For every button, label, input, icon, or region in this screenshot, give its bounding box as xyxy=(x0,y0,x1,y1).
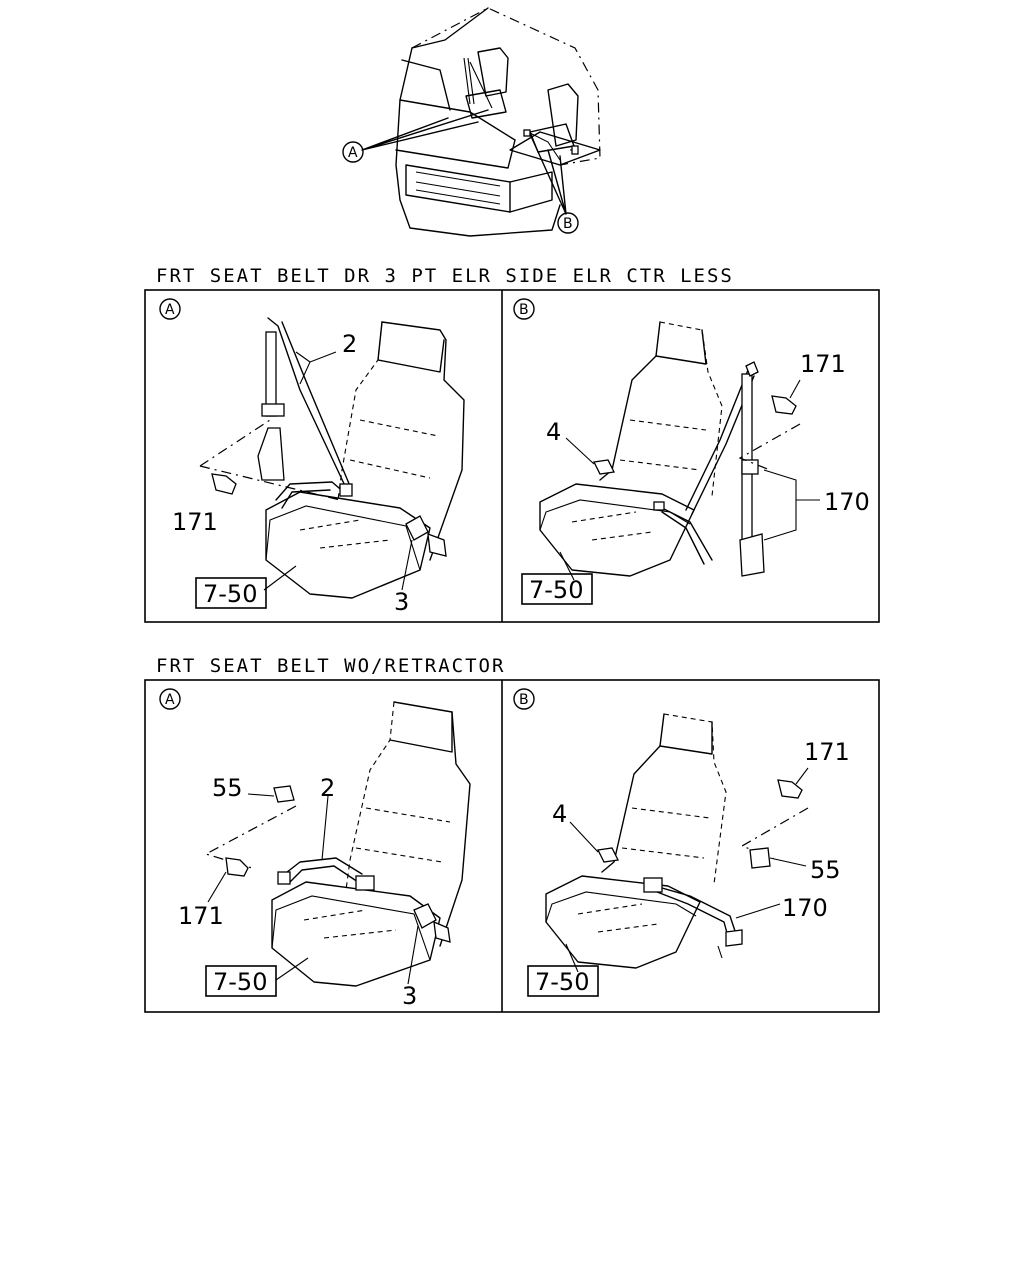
label-bolt: 171 xyxy=(178,902,224,930)
label-belt: 170 xyxy=(782,894,828,922)
label-bolt: 171 xyxy=(804,738,850,766)
label-buckle: 4 xyxy=(546,418,561,446)
label-clip: 55 xyxy=(212,774,243,802)
label-buckle: 3 xyxy=(394,588,409,616)
cab-overview: A B xyxy=(342,7,601,237)
callout-b-label: B xyxy=(563,216,573,232)
section-2-panel-a: A 55 2 171 3 7-50 xyxy=(159,688,471,1010)
section-1-frame xyxy=(144,289,880,623)
callout-a-circle xyxy=(342,141,364,163)
label-bolt: 171 xyxy=(800,350,846,378)
label-ref: 7-50 xyxy=(203,580,257,608)
label-belt: 2 xyxy=(342,330,357,358)
panel-marker: B xyxy=(519,692,529,708)
label-ref: 7-50 xyxy=(529,576,583,604)
label-belt: 170 xyxy=(824,488,870,516)
panel-marker: A xyxy=(165,692,175,708)
section-2-panel-b: B 171 4 55 170 7-50 xyxy=(513,688,850,997)
section-1-title: FRT SEAT BELT DR 3 PT ELR SIDE ELR CTR L… xyxy=(156,265,734,287)
panel-marker: B xyxy=(519,302,529,318)
label-bolt: 171 xyxy=(172,508,218,536)
label-clip: 55 xyxy=(810,856,841,884)
label-ref: 7-50 xyxy=(213,968,267,996)
label-ref: 7-50 xyxy=(535,968,589,996)
section-1-panel-a: A 2 171 3 7-50 xyxy=(159,298,465,616)
label-buckle: 4 xyxy=(552,800,567,828)
callout-b-circle xyxy=(557,212,579,234)
label-belt: 2 xyxy=(320,774,335,802)
panel-marker: A xyxy=(165,302,175,318)
callout-a-label: A xyxy=(348,145,358,161)
section-2-frame xyxy=(144,679,880,1013)
section-2-title: FRT SEAT BELT WO/RETRACTOR xyxy=(156,655,505,677)
section-1-panel-b: B 171 4 170 7-50 xyxy=(513,298,870,605)
label-buckle: 3 xyxy=(402,982,417,1010)
